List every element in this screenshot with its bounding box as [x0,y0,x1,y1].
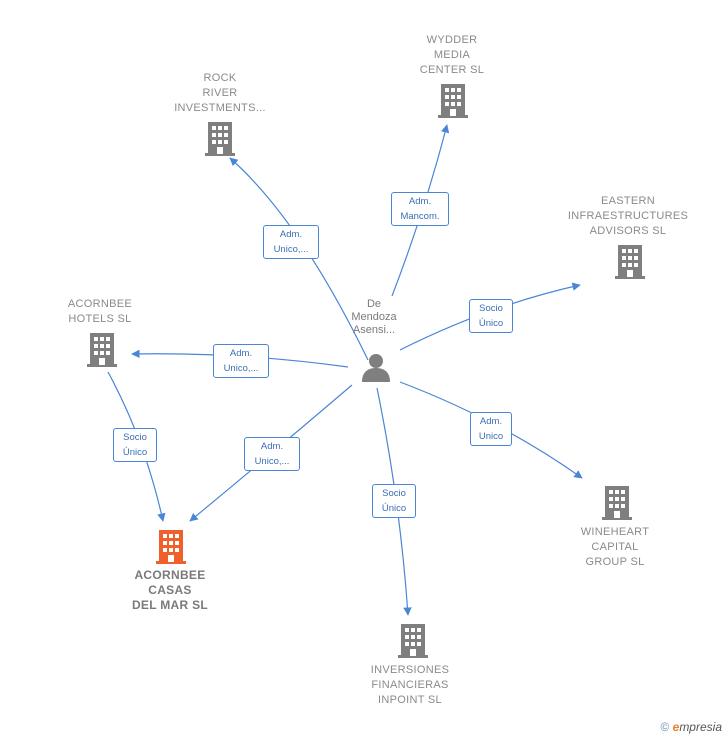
building-icon[interactable] [615,243,645,279]
focus-building-icon[interactable] [156,528,186,564]
company-label-acornbee-hotels[interactable]: ACORNBEE HOTELS SL [67,298,133,325]
copyright-icon: © [660,720,670,734]
relation-label-eastern[interactable]: Socio Único [469,299,513,333]
brand-e: e [672,720,680,734]
relation-label-acornbee-hotels[interactable]: Adm. Unico,... [213,344,269,378]
relation-label-hotels-to-casas[interactable]: Socio Único [113,428,157,462]
relation-label-wineheart[interactable]: Adm. Unico [470,412,512,446]
brand-rest: mpresia [679,720,722,734]
building-icon[interactable] [602,484,632,520]
relation-label-inversiones[interactable]: Socio Único [372,484,416,518]
person-icon[interactable] [361,352,391,382]
building-icon[interactable] [398,622,428,658]
building-icon[interactable] [205,120,235,156]
company-label-eastern[interactable]: EASTERN INFRAESTRUCTURES ADVISORS SL [567,195,689,237]
company-label-inversiones[interactable]: INVERSIONES FINANCIERAS INPOINT SL [370,664,450,706]
empresia-logo: © empresia [660,720,722,734]
relation-label-rock-river[interactable]: Adm. Unico,... [263,225,319,259]
company-label-acornbee-casas[interactable]: ACORNBEE CASAS DEL MAR SL [131,568,209,612]
relation-label-acornbee-casas[interactable]: Adm. Unico,... [244,437,300,471]
building-icon[interactable] [438,82,468,118]
relation-label-wydder[interactable]: Adm. Mancom. [391,192,449,226]
company-label-wineheart[interactable]: WINEHEART CAPITAL GROUP SL [580,526,650,568]
person-name[interactable]: De Mendoza Asensi... [351,298,397,336]
company-label-rock-river[interactable]: ROCK RIVER INVESTMENTS... [174,72,266,114]
company-label-wydder[interactable]: WYDDER MEDIA CENTER SL [419,34,485,76]
building-icon[interactable] [87,331,117,367]
